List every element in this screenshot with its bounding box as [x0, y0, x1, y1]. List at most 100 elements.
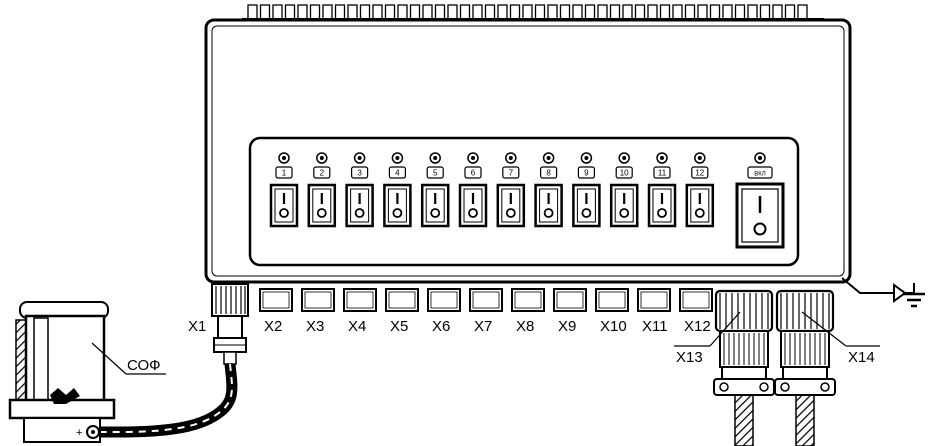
heatsink-fin [759, 4, 771, 21]
connector-x9[interactable] [553, 288, 587, 312]
connector-label: X2 [264, 318, 282, 335]
heatsink-fin [359, 4, 371, 21]
connector-label: X5 [390, 318, 408, 335]
connector-label: X8 [516, 318, 534, 335]
switch-number-box [388, 166, 406, 179]
heatsink-fin [559, 4, 571, 21]
heatsink-fin [772, 4, 783, 21]
heatsink-fin [309, 4, 321, 21]
switch-number-box [653, 166, 671, 179]
switch-number-box [275, 166, 293, 179]
heatsink-fin [284, 4, 296, 21]
channel-switch-11[interactable]: 11 [647, 152, 677, 228]
switch-number: 4 [395, 169, 400, 178]
heatsink-fin [347, 4, 358, 21]
heatsink-fin [609, 4, 621, 21]
connector-x12[interactable] [679, 288, 713, 312]
heatsink-fin [247, 4, 258, 21]
sensor-label: СОФ [127, 357, 161, 374]
connector-x14[interactable] [774, 289, 836, 446]
heatsink-fin [334, 4, 346, 21]
heatsink-fin [734, 4, 746, 21]
switch-number-box [313, 166, 331, 179]
main-power-switch[interactable]: ВКЛ [735, 152, 785, 249]
switch-number: 11 [658, 169, 667, 178]
heatsink-fin [259, 4, 271, 21]
switch-number-box [502, 166, 520, 179]
channel-switch-6[interactable]: 6 [458, 152, 488, 228]
ground-connection [841, 277, 925, 308]
heatsink-fin [297, 4, 308, 21]
switch-number: 5 [433, 169, 438, 178]
connector-x13[interactable] [713, 289, 775, 446]
connector-x1[interactable] [211, 283, 249, 365]
heatsink-fin [634, 4, 646, 21]
connector-x7[interactable] [469, 288, 503, 312]
heatsink-fin [397, 4, 408, 21]
heatsink-fin [459, 4, 471, 21]
connector-label: X1 [188, 318, 206, 335]
channel-switch-8[interactable]: 8 [534, 152, 563, 228]
heatsink-fins [242, 4, 824, 21]
channel-switch-5[interactable]: 5 [420, 152, 450, 228]
connector-row [259, 288, 713, 312]
switch-number-box [464, 166, 482, 179]
connector-x8[interactable] [511, 288, 545, 312]
connector-label: X9 [558, 318, 576, 335]
heatsink-fin [372, 4, 383, 21]
switch-number: 2 [320, 169, 325, 178]
switch-number-box [577, 166, 596, 179]
heatsink-fin [622, 4, 633, 21]
heatsink-fin [484, 4, 496, 21]
channel-switch-10[interactable]: 10 [609, 152, 639, 228]
heatsink-fin [272, 4, 283, 21]
heatsink-fin [684, 4, 696, 21]
heatsink-fin [672, 4, 683, 21]
connector-label: X12 [684, 318, 711, 335]
connector-x4[interactable] [343, 288, 377, 312]
connector-label: X3 [306, 318, 324, 335]
arrow-icon [893, 283, 907, 303]
connector-label: X10 [600, 318, 627, 335]
heatsink-fin [422, 4, 433, 21]
channel-switch-4[interactable]: 4 [383, 152, 412, 228]
switch-number: 12 [695, 169, 704, 178]
heatsink-fin [509, 4, 521, 21]
x14-callout: X14 [801, 311, 880, 366]
heatsink-fin [722, 4, 733, 21]
heatsink-fin [547, 4, 558, 21]
heatsink-fin [322, 4, 333, 21]
switch-number-box [691, 166, 709, 179]
switch-number: 7 [509, 169, 514, 178]
connector-x3[interactable] [301, 288, 335, 312]
channel-switch-1[interactable]: 1 [269, 152, 299, 228]
heatsink-fin [522, 4, 533, 21]
main-switch-label-box [747, 166, 773, 179]
connector-x2[interactable] [259, 288, 293, 312]
connector-x11[interactable] [637, 288, 671, 312]
heatsink-fin [709, 4, 721, 21]
sensor-cable [96, 363, 238, 438]
heatsink-fin [409, 4, 421, 21]
heatsink-fin [434, 4, 446, 21]
sensor-unit: + [8, 301, 116, 443]
switch-number: 6 [471, 169, 476, 178]
connector-x5[interactable] [385, 288, 419, 312]
switch-number: 10 [620, 169, 629, 178]
channel-switch-9[interactable]: 9 [572, 152, 601, 228]
x14-label: X14 [848, 349, 875, 366]
channel-switch-2[interactable]: 2 [307, 152, 337, 228]
switch-number: 8 [546, 169, 551, 178]
heatsink-fin [472, 4, 483, 21]
channel-switch-3[interactable]: 3 [345, 152, 374, 228]
heatsink-fin [534, 4, 546, 21]
channel-switch-7[interactable]: 7 [496, 152, 526, 228]
channel-switch-12[interactable]: 12 [685, 152, 715, 228]
heatsink-fin [584, 4, 596, 21]
connector-x10[interactable] [595, 288, 629, 312]
connector-x6[interactable] [427, 288, 461, 312]
heatsink-fin [384, 4, 396, 21]
housing-inner-frame [211, 25, 845, 277]
